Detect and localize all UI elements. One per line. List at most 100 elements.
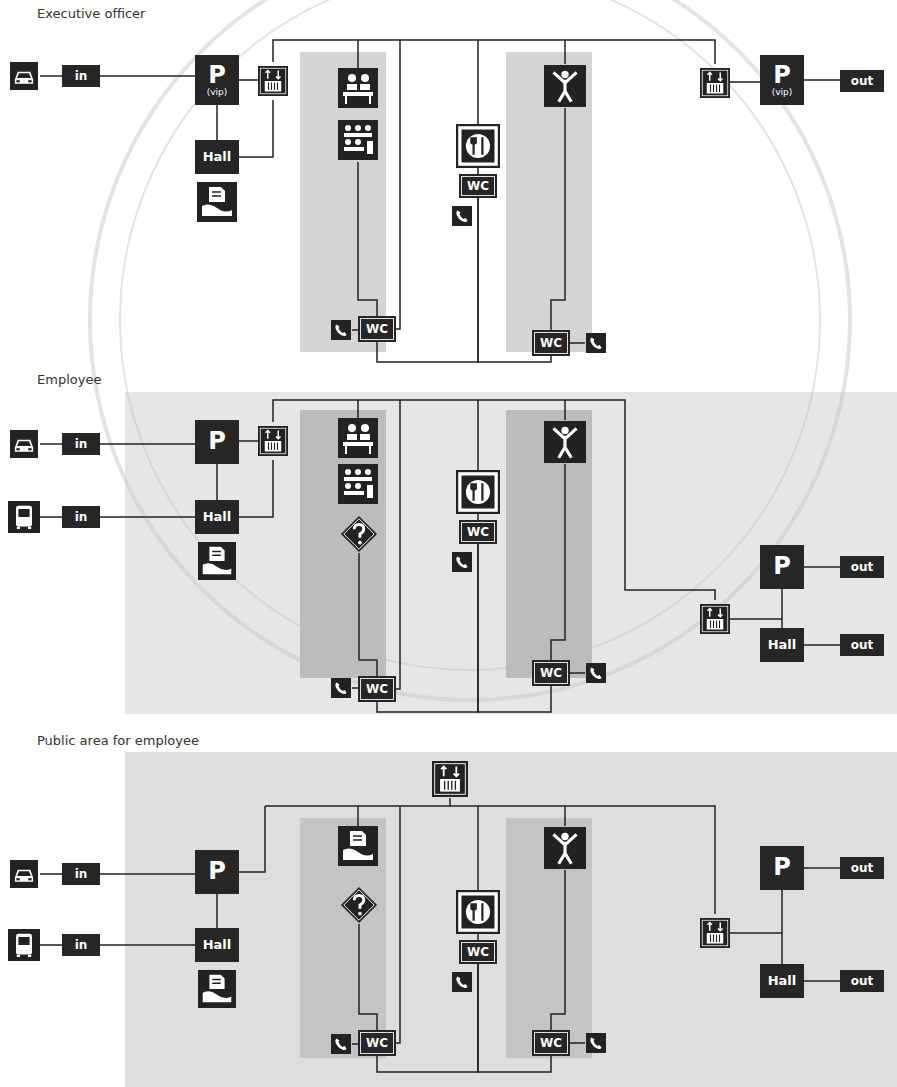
node-text: in — [75, 868, 88, 881]
wc-box: WC — [532, 1030, 570, 1056]
node-text: P — [773, 554, 791, 579]
parking-box: P — [195, 850, 239, 894]
node-text: P — [773, 855, 791, 880]
elevator-icon — [432, 761, 468, 797]
zone-band — [506, 52, 592, 352]
connector — [804, 566, 840, 568]
phone-icon — [586, 663, 606, 683]
bus-icon — [8, 929, 40, 961]
connector — [478, 544, 551, 712]
terminal-box: out — [840, 70, 884, 92]
hall-box: Hall — [760, 628, 804, 662]
fax-icon — [338, 826, 378, 866]
elevator-icon — [258, 66, 288, 96]
fax-icon — [197, 182, 237, 222]
zone-band — [506, 818, 592, 1058]
phone-icon — [331, 1034, 351, 1054]
node-text: Hall — [768, 638, 797, 652]
connector — [100, 873, 195, 875]
section-heading: Executive officer — [37, 6, 145, 21]
connector — [216, 105, 218, 140]
connector — [100, 443, 195, 445]
info-diamond — [341, 887, 377, 923]
wiring — [40, 40, 760, 343]
hall-box: Hall — [195, 928, 239, 962]
node-text: WC — [540, 1037, 562, 1050]
classroom-icon — [338, 120, 378, 160]
terminal-box: out — [840, 556, 884, 578]
phone-icon — [452, 972, 472, 992]
hall-box: Hall — [195, 140, 239, 174]
section-ground — [125, 752, 897, 1087]
wc-box: WC — [532, 660, 570, 686]
node-text: (vip) — [772, 88, 793, 97]
node-text: in — [75, 438, 88, 451]
elevator-icon — [258, 426, 288, 456]
node-text: P — [773, 63, 791, 88]
node-text: Hall — [203, 510, 232, 524]
connector — [216, 894, 218, 928]
connector — [781, 890, 783, 964]
elevator-icon — [700, 604, 730, 634]
node-text: (vip) — [207, 88, 228, 97]
node-text: WC — [366, 683, 388, 696]
node-text: P — [208, 859, 226, 884]
section-heading: Public area for employee — [37, 733, 199, 748]
node-text: out — [851, 862, 874, 875]
parking-box: P(vip) — [760, 55, 804, 105]
node-text: WC — [540, 337, 562, 350]
elevator-icon — [700, 68, 730, 98]
zone-band — [300, 410, 386, 678]
node-text: out — [851, 975, 874, 988]
terminal-box: in — [62, 506, 100, 528]
connector — [804, 980, 840, 982]
car-icon — [10, 860, 38, 888]
terminal-box: in — [62, 433, 100, 455]
connector — [804, 644, 840, 646]
connector — [781, 589, 783, 628]
wc-box: WC — [532, 330, 570, 356]
node-text: P — [208, 63, 226, 88]
terminal-box: in — [62, 65, 100, 87]
terminal-box: out — [840, 857, 884, 879]
node-text: out — [851, 561, 874, 574]
connector — [804, 867, 840, 869]
parking-box: P(vip) — [195, 55, 239, 105]
node-text: Hall — [203, 938, 232, 952]
info-diamond — [341, 516, 377, 552]
wc-box: WC — [358, 676, 396, 702]
phone-icon — [331, 320, 351, 340]
node-text: Hall — [203, 150, 232, 164]
exercise-icon — [544, 65, 586, 107]
node-text: WC — [366, 323, 388, 336]
zone-band — [506, 410, 592, 678]
zone-band — [300, 818, 386, 1058]
fax-icon — [198, 970, 236, 1008]
phone-icon — [452, 206, 472, 226]
exercise-icon — [544, 827, 586, 869]
node-text: WC — [540, 667, 562, 680]
elevator-icon — [700, 918, 730, 948]
phone-icon — [331, 678, 351, 698]
terminal-box: in — [62, 934, 100, 956]
wc-box: WC — [358, 316, 396, 342]
wc-box: WC — [459, 940, 497, 964]
node-text: WC — [467, 180, 489, 193]
section-heading: Employee — [37, 372, 101, 387]
wiring — [40, 798, 782, 1044]
wiring — [40, 400, 782, 689]
node-text: out — [851, 75, 874, 88]
wc-box: WC — [358, 1030, 396, 1056]
terminal-box: out — [840, 634, 884, 656]
node-text: P — [208, 429, 226, 454]
exercise-icon — [544, 421, 586, 463]
connector — [216, 464, 218, 500]
phone-icon — [452, 552, 472, 572]
fax-icon — [198, 542, 236, 580]
parking-box: P — [195, 420, 239, 464]
car-icon — [10, 62, 38, 90]
node-text: WC — [366, 1037, 388, 1050]
terminal-box: in — [62, 863, 100, 885]
watermark-ring — [120, 0, 820, 670]
node-text: out — [851, 639, 874, 652]
